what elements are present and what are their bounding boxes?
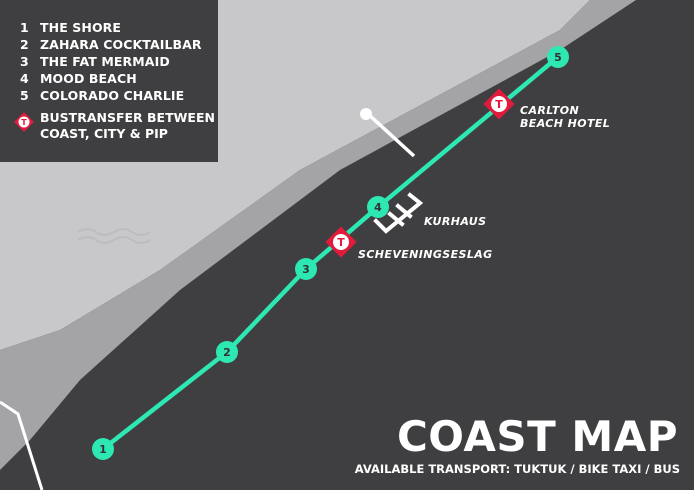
transfer-legend-icon: T (14, 112, 34, 132)
road-line (0, 400, 44, 490)
map-title: COAST MAP (396, 412, 678, 461)
map-subtitle: AVAILABLE TRANSPORT: TUKTUK / BIKE TAXI … (354, 462, 680, 476)
carlton-label-line2: BEACH HOTEL (520, 117, 611, 130)
pier-icon (360, 108, 416, 158)
legend-item-name: MOOD BEACH (40, 71, 137, 86)
legend-item-number: 1 (20, 20, 29, 35)
route-stop-number: 3 (302, 263, 310, 276)
scheveningseslag-label: SCHEVENINGSESLAG (358, 248, 493, 261)
route-stop-number: 2 (223, 346, 231, 359)
carlton-label-line1: CARLTON (520, 104, 580, 117)
legend-item-number: 3 (20, 54, 29, 69)
legend-item-number: 5 (20, 88, 29, 103)
legend-item-name: COLORADO CHARLIE (40, 88, 185, 103)
transfer-symbol: T (495, 98, 503, 111)
map-legend: 1 THE SHORE 2 ZAHARA COCKTAILBAR 3 THE F… (0, 0, 218, 162)
route-stop-number: 4 (374, 201, 382, 214)
legend-item[interactable]: 1 THE SHORE (20, 20, 121, 36)
legend-transfer-label: BUSTRANSFER BETWEEN COAST, CITY & PIP (40, 110, 215, 141)
legend-item-name: ZAHARA COCKTAILBAR (40, 37, 202, 52)
transfer-marker-scheveningseslag[interactable]: T (325, 226, 357, 258)
legend-item-name: THE SHORE (40, 20, 122, 35)
kurhaus-building-icon (373, 192, 424, 234)
route-stop[interactable]: 3 (295, 258, 317, 280)
legend-item-number: 2 (20, 37, 29, 52)
route-stop[interactable]: 4 (367, 196, 389, 218)
kurhaus-label: KURHAUS (424, 215, 487, 228)
legend-item[interactable]: 4 MOOD BEACH (20, 71, 137, 87)
legend-item-number: 4 (20, 71, 29, 86)
transfer-marker-carlton[interactable]: T (483, 88, 515, 120)
legend-transfer-symbol: T (21, 118, 27, 127)
route-stop[interactable]: 1 (92, 438, 114, 460)
legend-item[interactable]: 3 THE FAT MERMAID (20, 54, 170, 70)
route-stop[interactable]: 5 (547, 46, 569, 68)
legend-item[interactable]: 2 ZAHARA COCKTAILBAR (20, 37, 202, 53)
waves-icon (77, 228, 151, 244)
route-stop-number: 5 (554, 51, 562, 64)
transfer-symbol: T (337, 236, 345, 249)
route-stop-number: 1 (99, 443, 107, 456)
legend-item-name: THE FAT MERMAID (40, 54, 170, 69)
legend-item[interactable]: 5 COLORADO CHARLIE (20, 88, 184, 104)
carlton-beach-hotel-label: CARLTON BEACH HOTEL (520, 104, 610, 130)
route-stop[interactable]: 2 (216, 341, 238, 363)
